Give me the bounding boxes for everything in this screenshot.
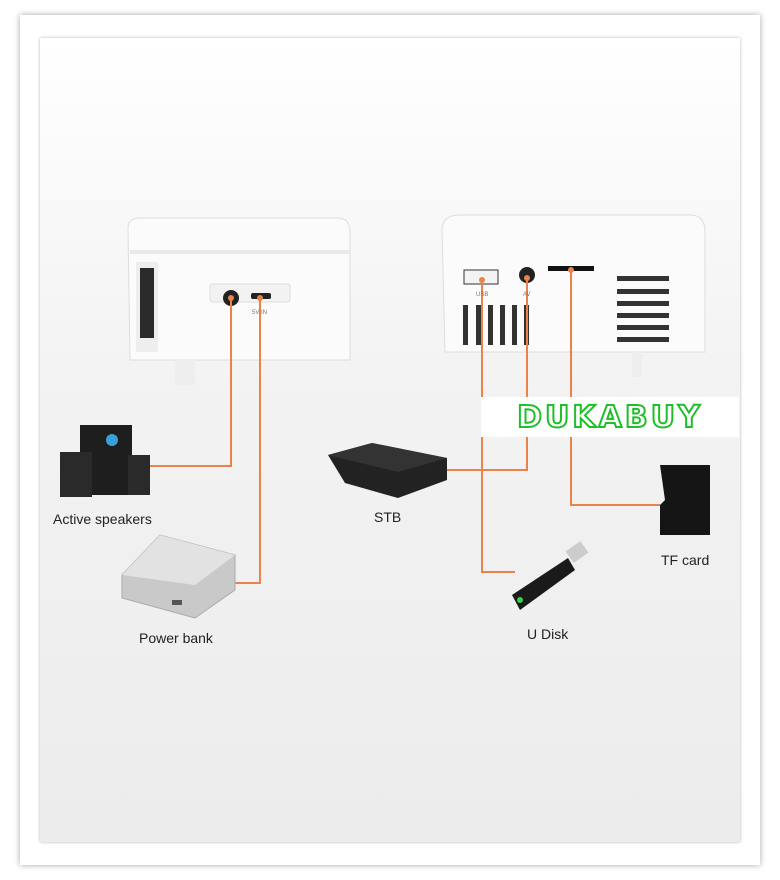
label-power-bank: Power bank — [139, 630, 213, 646]
label-u-disk: U Disk — [527, 626, 569, 642]
tf-card-image — [660, 465, 710, 535]
projector-rear-view — [441, 214, 706, 377]
power-bank-image — [121, 534, 236, 619]
cables — [148, 270, 660, 584]
stb-image — [328, 443, 447, 498]
port-label-usb: USB — [476, 292, 489, 298]
u-disk-image — [512, 541, 589, 610]
projector-side-view — [127, 217, 351, 385]
watermark: DUKABUY — [481, 397, 739, 437]
label-stb: STB — [374, 509, 402, 525]
port-label-dc-in: 5V IN — [252, 310, 268, 316]
speakers-image — [60, 425, 150, 497]
image-panel — [40, 38, 740, 842]
watermark-text: DUKABUY — [516, 399, 703, 436]
port-label-av: AV — [523, 292, 531, 298]
label-tf-card: TF card — [661, 552, 710, 568]
label-active-speakers: Active speakers — [53, 511, 152, 527]
